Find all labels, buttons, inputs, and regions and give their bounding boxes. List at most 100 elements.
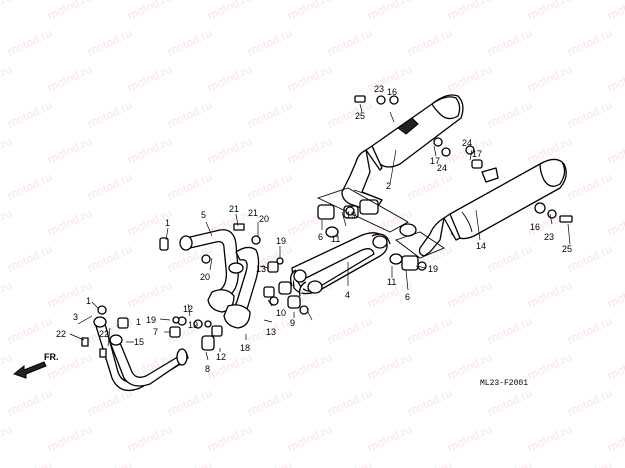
watermark-text: motod.ru [445, 350, 494, 383]
watermark-text: motod.ru [205, 62, 254, 95]
watermark-text: motod.ru [445, 422, 494, 455]
watermark-text: motod.ru [485, 98, 534, 131]
callout-6: 6 [318, 232, 323, 242]
watermark-text: motod.ru [605, 134, 625, 167]
callout-25: 25 [562, 244, 572, 254]
watermark-text: motod.ru [605, 422, 625, 455]
watermark-text: motod.ru [85, 170, 134, 203]
callout-1: 1 [136, 317, 141, 327]
watermark-text: motod.ru [45, 206, 94, 239]
callout-21: 21 [229, 204, 239, 214]
small-hardware [81, 95, 573, 358]
watermark-text: motod.ru [125, 62, 174, 95]
watermark-text: motod.ru [0, 134, 14, 167]
callout-19: 19 [276, 236, 286, 246]
watermark-text: motod.ru [325, 26, 374, 59]
watermark-text: motod.ru [5, 458, 54, 468]
clamps-and-gaskets [316, 187, 445, 271]
watermark-text: motod.ru [285, 422, 334, 455]
callout-10: 10 [276, 308, 286, 318]
watermark-text: motod.ru [325, 386, 374, 419]
watermark-text: motod.ru [525, 422, 574, 455]
callout-labels: 1 1 1 2 3 4 5 6 6 7 8 9 10 11 11 12 12 1… [56, 84, 572, 374]
right-upper-muffler [341, 94, 464, 213]
callout-11: 11 [331, 234, 340, 244]
watermark-text: motod.ru [485, 242, 534, 275]
watermark-text: motod.ru [405, 458, 454, 468]
leader-lines [69, 103, 571, 361]
watermark-text: motod.ru [445, 278, 494, 311]
watermark-text: motod.ru [565, 386, 614, 419]
watermark-text: motod.ru [0, 62, 14, 95]
watermark-text: motod.ru [565, 242, 614, 275]
watermark-text: motod.ru [165, 170, 214, 203]
watermark-text: motod.ru [365, 0, 414, 23]
callout-2: 2 [386, 181, 391, 191]
callout-17: 17 [430, 156, 440, 166]
watermark-text: motod.ru [525, 0, 574, 23]
watermark-text: motod.ru [85, 242, 134, 275]
watermark-text: motod.ru [5, 242, 54, 275]
watermark-text: motod.ru [205, 422, 254, 455]
callout-22: 22 [99, 329, 109, 339]
callout-21: 21 [248, 208, 258, 218]
watermark-text: motod.ru [85, 458, 134, 468]
watermark-text: motod.ru [245, 386, 294, 419]
left-lower-muffler [418, 158, 567, 257]
watermark-text: motod.ru [85, 98, 134, 131]
callout-15: 15 [134, 337, 144, 347]
watermark-text: motod.ru [245, 170, 294, 203]
watermark-text: motod.ru [245, 98, 294, 131]
watermark-text: motod.ru [325, 98, 374, 131]
watermark-text: motod.ru [205, 350, 254, 383]
callout-23: 23 [544, 232, 554, 242]
watermark-text: motod.ru [405, 26, 454, 59]
watermark-text: motod.ru [205, 0, 254, 23]
watermark-text: motod.ru [485, 314, 534, 347]
watermark-text: motod.ru [565, 98, 614, 131]
watermark-text: motod.ru [165, 26, 214, 59]
callout-23: 23 [374, 84, 384, 94]
watermark-text: motod.ru [165, 98, 214, 131]
callout-13: 13 [266, 327, 276, 337]
watermark-text: motod.ru [445, 0, 494, 23]
callout-19: 19 [188, 320, 198, 330]
watermark-text: motod.ru [605, 62, 625, 95]
watermark-text: motod.ru [285, 350, 334, 383]
watermark-text: motod.ru [285, 0, 334, 23]
front-direction-arrow: FR. [12, 352, 59, 379]
watermark-text: motod.ru [125, 134, 174, 167]
watermark-text: motod.ru [45, 62, 94, 95]
callout-18: 18 [240, 343, 250, 353]
exhaust-pipes [93, 229, 260, 392]
watermark-text: motod.ru [5, 98, 54, 131]
watermark-text: motod.ru [285, 134, 334, 167]
watermark-text: motod.ru [165, 386, 214, 419]
watermark-text: motod.ru [0, 350, 14, 383]
watermark-text: motod.ru [85, 26, 134, 59]
watermark-text: motod.ru [0, 422, 14, 455]
callout-5: 5 [201, 210, 206, 220]
callout-20: 20 [259, 214, 269, 224]
callout-3: 3 [73, 312, 78, 322]
callout-12: 12 [183, 304, 193, 314]
watermark-text: motod.ru [485, 386, 534, 419]
watermark-text: motod.ru [525, 278, 574, 311]
watermark-text: motod.ru [565, 458, 614, 468]
callout-25: 25 [355, 111, 365, 121]
watermark-text: motod.ru [365, 422, 414, 455]
watermark-text: motod.ru [605, 350, 625, 383]
callout-19: 19 [146, 315, 156, 325]
watermark-text: motod.ru [0, 0, 14, 23]
watermark-text: motod.ru [445, 62, 494, 95]
callout-12: 12 [216, 352, 226, 362]
watermark-text: motod.ru [245, 26, 294, 59]
callout-19: 19 [346, 210, 356, 220]
callout-11: 11 [387, 277, 396, 287]
watermark-text: motod.ru [205, 134, 254, 167]
callout-9: 9 [290, 318, 295, 328]
watermark-text: motod.ru [125, 278, 174, 311]
front-arrow-label: FR. [44, 352, 59, 362]
